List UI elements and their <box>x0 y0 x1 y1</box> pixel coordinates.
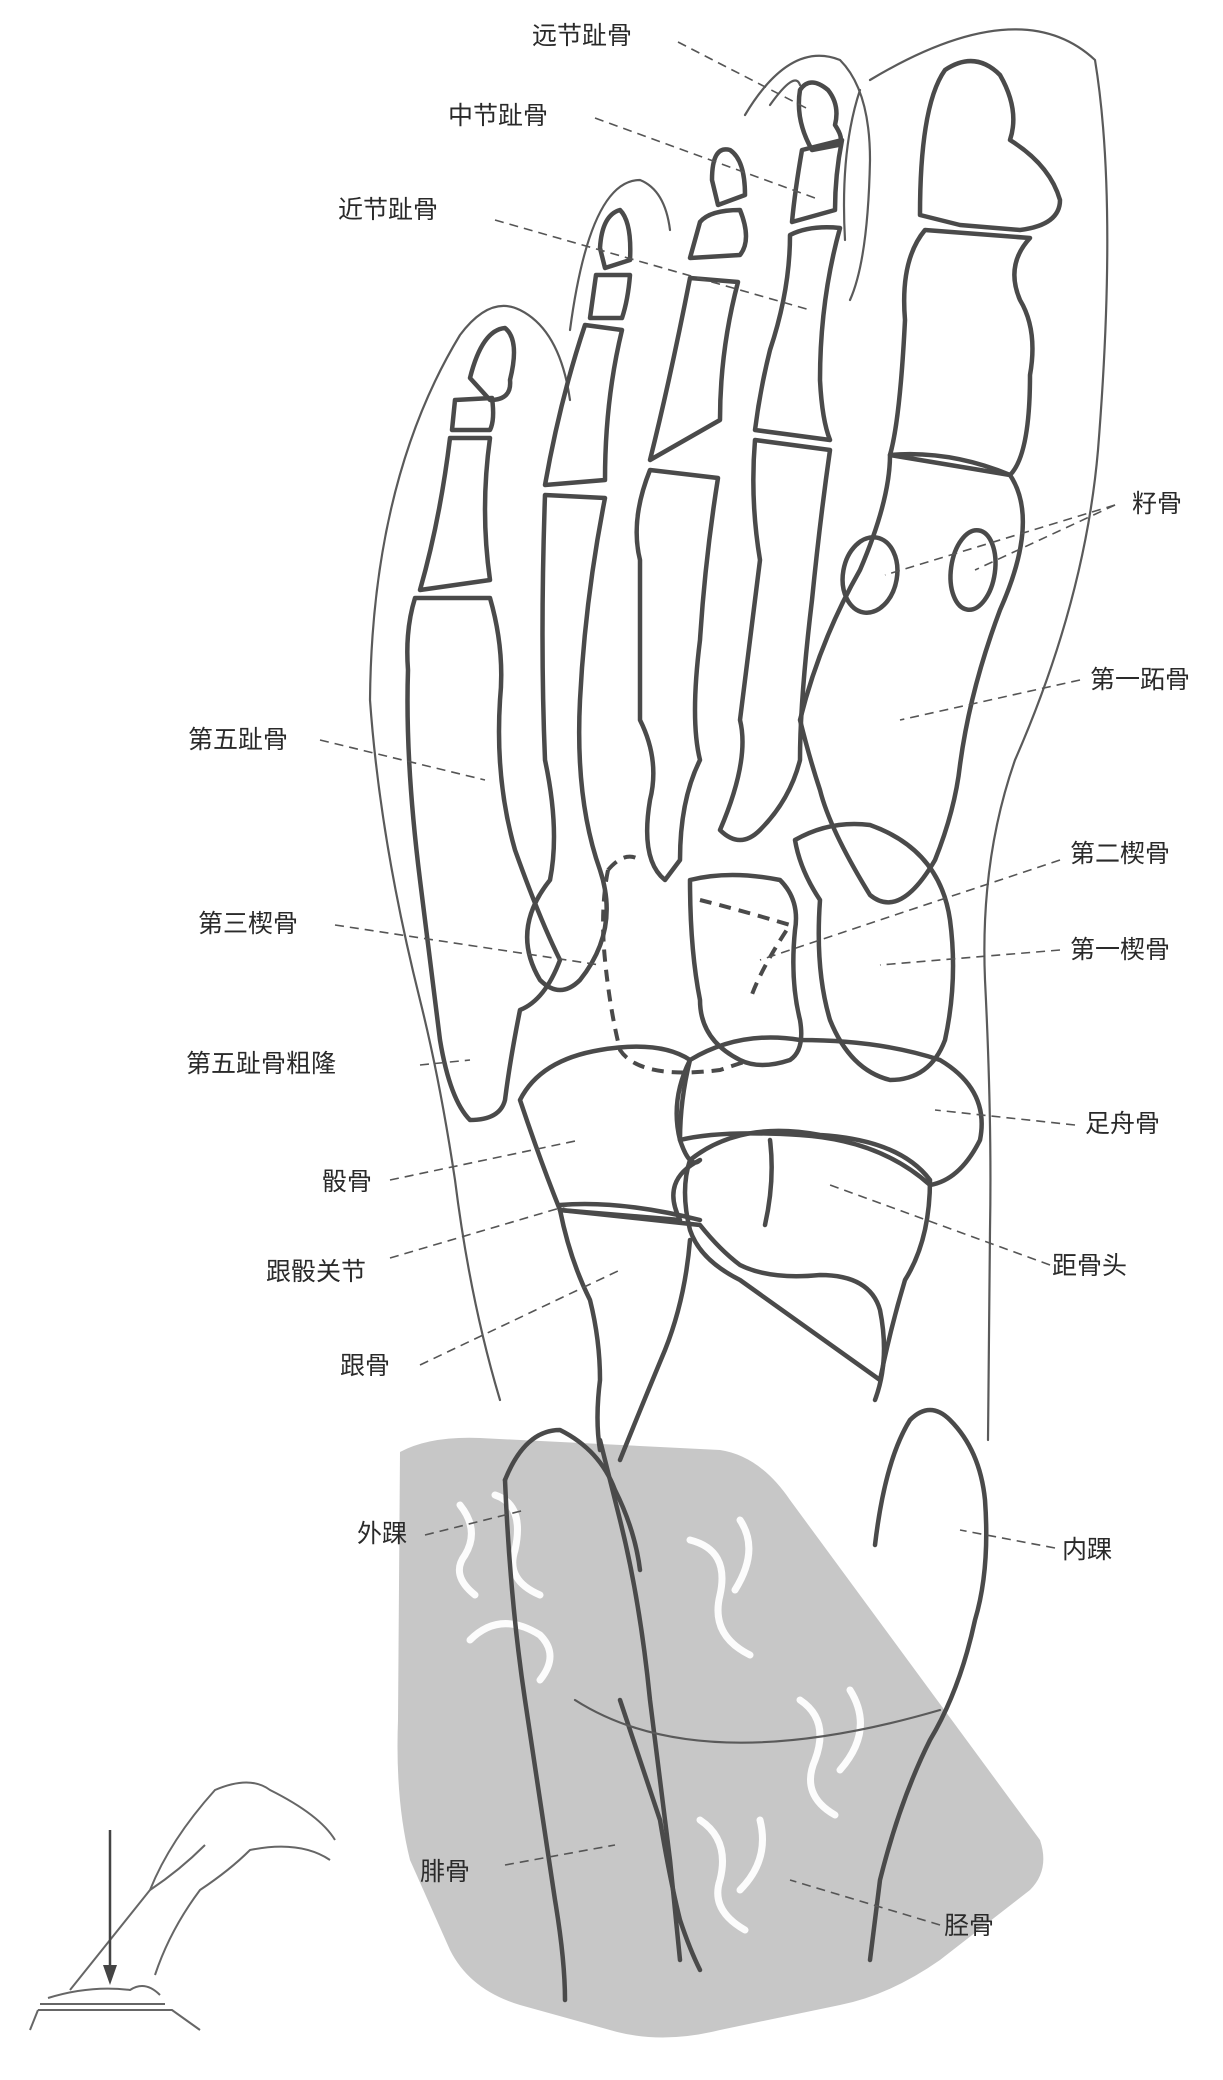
label-intermediate-cuneiform: 第二楔骨 <box>1070 839 1170 868</box>
third-metatarsal <box>637 470 718 880</box>
watermark <box>398 1438 1044 2038</box>
label-talar-head: 距骨头 <box>1052 1251 1127 1280</box>
sesamoid-lateral <box>946 527 1001 612</box>
third-middle-phalanx <box>690 210 746 258</box>
hallux-distal-phalanx <box>920 61 1060 230</box>
second-proximal-phalanx <box>755 227 840 440</box>
label-cuboid: 骰骨 <box>322 1167 372 1196</box>
label-calcaneus: 跟骨 <box>340 1351 390 1380</box>
down-arrow-icon <box>103 1830 117 1985</box>
foot-soft-tissue-outline <box>370 29 1107 1440</box>
second-metatarsal <box>720 440 830 840</box>
fourth-distal-phalanx <box>600 210 630 268</box>
second-middle-phalanx <box>792 140 842 222</box>
label-tibia: 胫骨 <box>944 1911 994 1940</box>
label-medial-malleolus: 内踝 <box>1062 1535 1112 1564</box>
first-metatarsal <box>800 454 1023 902</box>
label-lateral-cuneiform: 第三楔骨 <box>198 909 298 938</box>
label-lateral-malleolus: 外踝 <box>357 1519 407 1548</box>
label-fibula: 腓骨 <box>420 1857 470 1886</box>
label-navicular: 足舟骨 <box>1085 1109 1160 1138</box>
fifth-proximal-phalanx <box>420 438 490 590</box>
label-sesamoid: 籽骨 <box>1132 489 1182 518</box>
talar-head <box>685 1131 930 1380</box>
label-medial-cuneiform: 第一楔骨 <box>1070 935 1170 964</box>
fourth-middle-phalanx <box>590 275 630 318</box>
hallux-proximal-phalanx <box>890 230 1032 475</box>
third-distal-phalanx <box>712 149 745 205</box>
leg-positioning-icon <box>30 1783 335 2031</box>
fifth-middle-phalanx <box>452 398 493 430</box>
label-fifth-metatarsal-tuberosity: 第五趾骨粗隆 <box>186 1049 336 1078</box>
label-middle-phalanx: 中节趾骨 <box>448 101 548 130</box>
navicular <box>677 1038 982 1186</box>
label-calcaneocuboid-joint: 跟骰关节 <box>266 1257 366 1286</box>
calcaneus <box>560 1210 884 1400</box>
label-fifth-metatarsal: 第五趾骨 <box>188 725 288 754</box>
label-distal-phalanx: 远节趾骨 <box>532 21 632 50</box>
label-proximal-phalanx: 近节趾骨 <box>338 195 438 224</box>
fifth-distal-phalanx <box>470 328 514 400</box>
label-first-metatarsal: 第一跖骨 <box>1090 665 1190 694</box>
third-proximal-phalanx <box>650 278 738 460</box>
